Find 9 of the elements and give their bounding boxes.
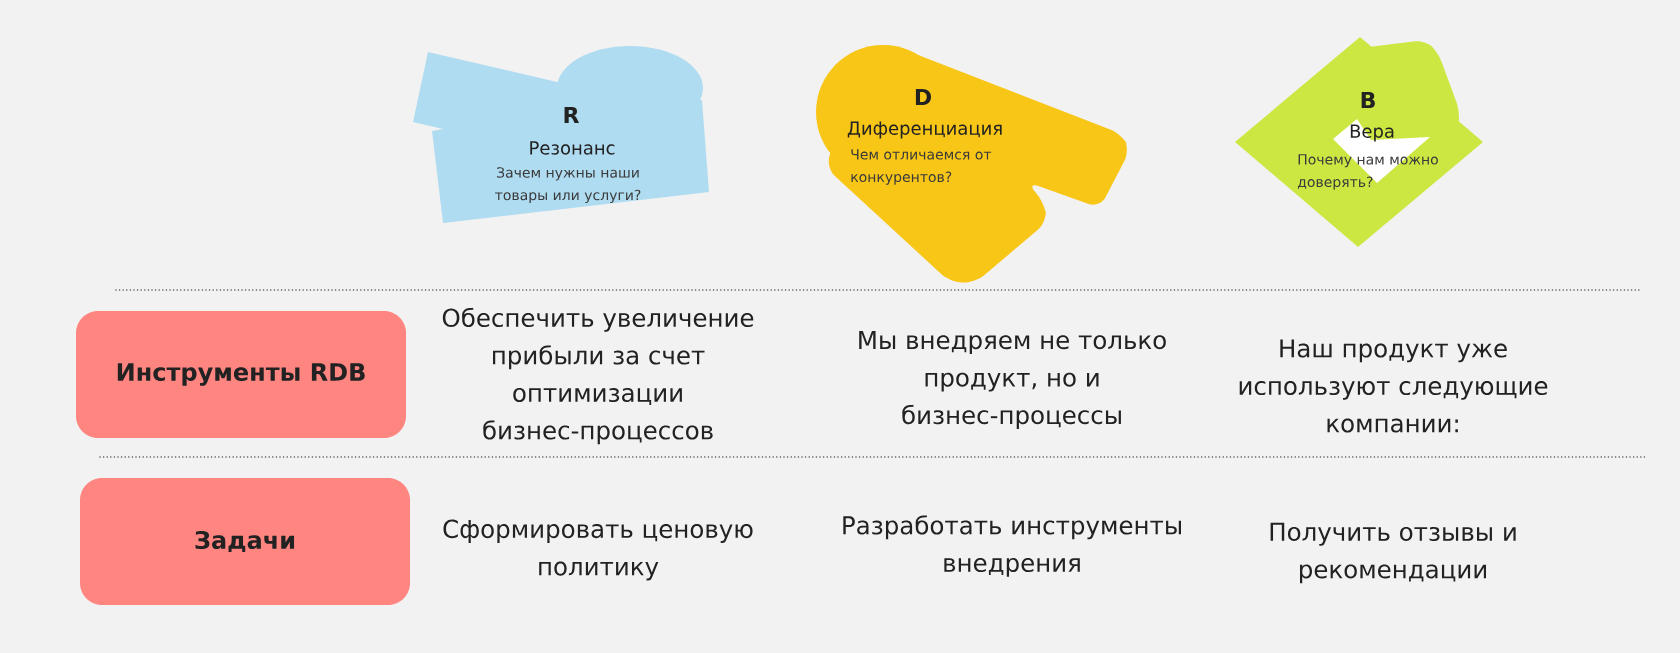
letter-heading: B: [1361, 92, 1375, 108]
row-header-box: Задачи: [80, 478, 410, 605]
statement-text: Мы внедряем не только продукт, но и бизнес-процессы: [859, 331, 1166, 429]
statement-text: Обеспечить увеличение прибыли за счет оптимизации бизнес-процессов: [442, 307, 754, 445]
statement-text: Получить отзывы и рекомендации: [1270, 522, 1516, 584]
statement-text: Наш продукт уже используют следующие компании:: [1239, 339, 1548, 433]
row-header-box: Инструменты RDB: [76, 311, 406, 438]
statement-text: Разработать инструменты внедрения: [843, 515, 1181, 577]
statement-text: Сформировать ценовую политику: [443, 519, 753, 581]
